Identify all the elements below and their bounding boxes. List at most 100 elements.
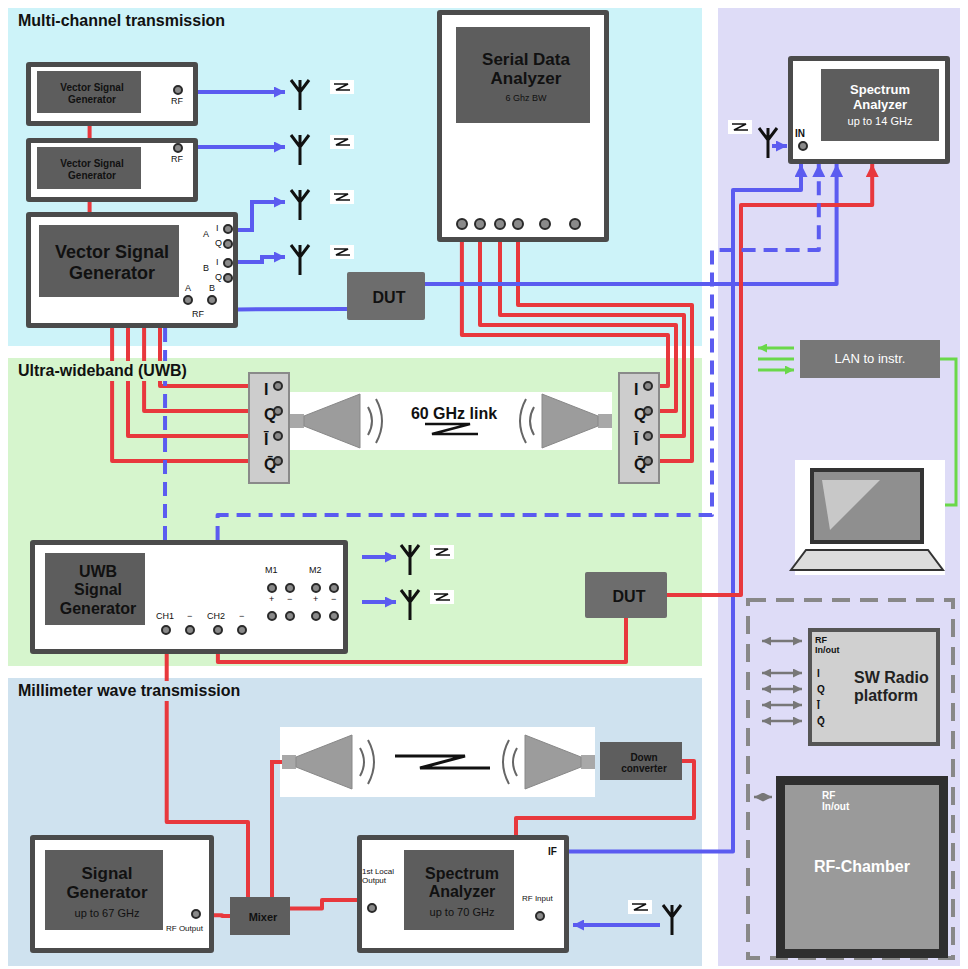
port-label: + xyxy=(313,595,318,605)
signal-line xyxy=(569,164,801,852)
node-text: I xyxy=(630,382,642,398)
instrument-box: Spectrum Analyzerup to 70 GHz xyxy=(357,835,569,953)
port-label: CH2 xyxy=(207,612,225,622)
instrument-box: Spectrum Analyzer up to 14 GHz xyxy=(788,56,950,164)
port-label: IF xyxy=(548,846,557,857)
display-panel: UWB Signal Generator xyxy=(45,553,145,625)
port-label: B xyxy=(209,284,215,294)
display-panel: Vector Signal Generator xyxy=(37,147,141,189)
connector-jack xyxy=(643,456,653,466)
region-band: Millimeter wave transmissionSignal Gener… xyxy=(8,678,702,966)
connector-jack xyxy=(223,239,233,249)
cable-wire xyxy=(480,242,676,411)
node-text: I xyxy=(260,382,272,398)
connector-jack xyxy=(183,295,193,305)
connector-jack xyxy=(569,218,581,230)
node-text: up to 67 GHz xyxy=(71,906,144,921)
instrument-box: Signal Generatorup to 67 GHz xyxy=(30,835,214,953)
node-text: Vector Signal Generator xyxy=(46,157,138,182)
module-box: Mixer xyxy=(230,897,290,935)
module-box: Down converter xyxy=(600,742,682,780)
port-label: RF In/out xyxy=(822,790,862,812)
node-text: DUT xyxy=(369,288,410,308)
connector-jack xyxy=(535,911,545,921)
port-label: − xyxy=(331,595,336,605)
instrument-box: UWB Signal Generator xyxy=(30,540,348,654)
port-label: I xyxy=(817,668,820,679)
connector-jack xyxy=(161,625,171,635)
node-text: Vector Signal Generator xyxy=(46,81,138,106)
cable-wire xyxy=(290,900,357,909)
region-band: Ultra-wideband (UWB)IQĪQ̄60 GHz linkIQĪQ… xyxy=(8,358,702,666)
port-label: RF xyxy=(171,155,183,165)
node-text: LAN to instr. xyxy=(835,352,906,366)
rf-chamber-box: RF-Chamber xyxy=(776,776,948,958)
node-text: 6 Ghz BW xyxy=(501,92,550,104)
node-text: Ī xyxy=(630,432,642,448)
port-label: RF xyxy=(171,97,183,107)
display-panel: Spectrum Analyzer up to 14 GHz xyxy=(821,69,939,141)
node-text: up to 14 GHz xyxy=(848,115,913,128)
instrument-box: Serial Data Analyzer6 Ghz BW xyxy=(437,10,609,242)
region-heading: Multi-channel transmission xyxy=(14,11,229,31)
connector-jack xyxy=(237,625,247,635)
port-label: RF xyxy=(192,310,204,320)
node-text: Vector Signal Generator xyxy=(48,241,176,284)
node-text: up to 70 GHz xyxy=(426,905,499,920)
port-label: IN xyxy=(795,128,805,139)
port-label: M1 xyxy=(265,566,278,576)
connector-jack xyxy=(643,406,653,416)
connector-jack xyxy=(367,903,377,913)
port-label: I xyxy=(216,224,219,234)
node-text: DUT xyxy=(609,587,650,607)
instrument-box: Vector Signal Generator xyxy=(26,62,198,126)
io-arrows xyxy=(754,641,802,797)
node-text: SW Radio platform xyxy=(854,669,932,706)
cable-wire xyxy=(518,242,692,461)
node-text: Down converter xyxy=(608,751,680,775)
cable-wire xyxy=(667,164,872,595)
node-text: Mixer xyxy=(245,910,282,924)
connector-jack xyxy=(223,258,233,268)
connector-jack xyxy=(474,218,486,230)
signal-line xyxy=(218,164,819,540)
link-strip: 60 GHz link xyxy=(290,392,612,450)
connector-jack xyxy=(267,611,277,621)
display-panel: Spectrum Analyzerup to 70 GHz xyxy=(404,850,514,930)
connector-jack xyxy=(456,218,468,230)
connector-jack xyxy=(223,224,233,234)
display-panel: Vector Signal Generator xyxy=(39,225,179,297)
display-panel: Vector Signal Generator xyxy=(37,71,141,113)
port-label: Q xyxy=(215,239,222,249)
region-heading: Ultra-wideband (UWB) xyxy=(14,361,191,381)
display-panel: Signal Generatorup to 67 GHz xyxy=(45,850,163,930)
connector-jack xyxy=(494,218,506,230)
signal-line xyxy=(163,328,167,540)
port-label: I xyxy=(216,258,219,268)
connector-jack xyxy=(173,143,183,153)
lan-and-laptop xyxy=(758,348,956,575)
node-text: RF-Chamber xyxy=(814,858,910,876)
signal-line xyxy=(238,307,347,311)
connector-jack xyxy=(213,625,223,635)
node-text: 60 GHz link xyxy=(407,404,501,424)
connector-jack xyxy=(207,295,217,305)
connector-jack xyxy=(273,406,283,416)
port-label: A xyxy=(203,230,209,240)
port-label: RF Output xyxy=(166,925,203,934)
connector-jack xyxy=(539,218,551,230)
port-label: RF Input xyxy=(522,895,553,904)
cable-wire xyxy=(128,328,248,436)
port-label: Q xyxy=(215,273,222,283)
cable-wire xyxy=(112,328,248,461)
connector-jack xyxy=(512,218,524,230)
port-label: − xyxy=(187,612,192,622)
connector-jack xyxy=(191,909,201,919)
connector-jack xyxy=(173,85,183,95)
port-label: B xyxy=(203,264,209,274)
region-band: Multi-channel transmissionVector Signal … xyxy=(8,8,702,346)
dut-box: DUT xyxy=(585,572,667,618)
connector-jack xyxy=(185,625,195,635)
connector-jack xyxy=(285,611,295,621)
node-text: Spectrum Analyzer xyxy=(824,83,936,113)
